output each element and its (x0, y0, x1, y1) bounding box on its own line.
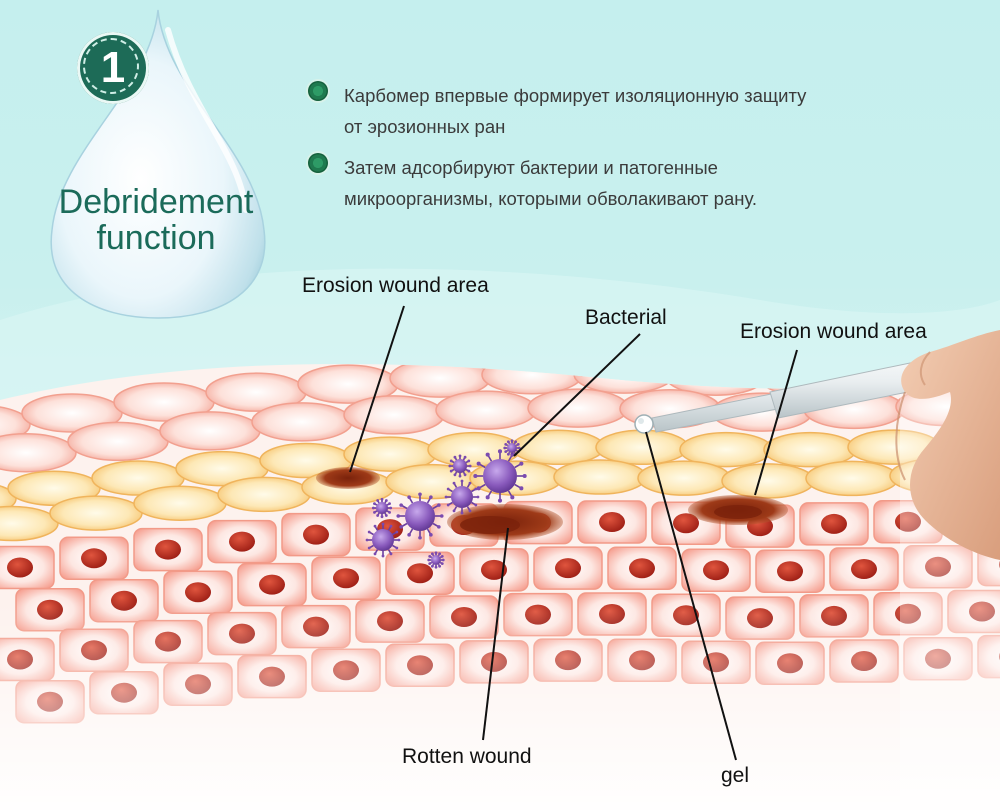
bullet-2-line1: Затем адсорбируют бактерии и патогенные (344, 157, 718, 178)
cell-nucleus (925, 556, 951, 577)
rotten-wound (447, 504, 563, 540)
drop-title-line2: function (96, 219, 216, 257)
label-gel: gel (721, 764, 750, 787)
bacteria-icon (448, 454, 472, 478)
step-number: 1 (100, 43, 126, 92)
bullet-1-line2: от эрозионных ран (344, 116, 506, 137)
cell-nucleus (185, 582, 211, 603)
cell-nucleus (821, 513, 847, 534)
cell-nucleus (895, 511, 921, 532)
cell-nucleus (555, 558, 581, 579)
skin-cell-pink (435, 390, 537, 430)
fat-cell-yellow (217, 476, 311, 513)
bullet-2-line2: микроорганизмы, которыми обволакивают ра… (344, 188, 757, 209)
fat-cell-yellow (637, 460, 731, 496)
fat-cell-yellow (595, 429, 689, 466)
label-erosion-wound-left: Erosion wound area (302, 274, 489, 297)
cell-nucleus (7, 557, 33, 578)
bacteria-cluster (365, 439, 527, 569)
drop-title-line1: Debridement (58, 183, 254, 221)
hand-icon (895, 330, 1000, 560)
cell-nucleus (303, 524, 329, 545)
bullet-item-1: Карбомер впервые формирует изоляционную … (308, 80, 904, 142)
cell-nucleus (599, 512, 625, 533)
cell-nucleus (703, 560, 729, 581)
skin-cell-pink (251, 402, 353, 442)
cell-nucleus (481, 559, 507, 580)
skin-cell-pink (0, 404, 31, 445)
fat-cell-yellow (511, 429, 605, 466)
pointer-lines (349, 305, 798, 761)
pointer-rotten (482, 527, 509, 741)
skin-tissue (0, 363, 1000, 810)
bacteria-icon (427, 551, 445, 569)
fat-cell-yellow (553, 459, 647, 495)
fat-cell-yellow (721, 463, 815, 499)
cell-nucleus (673, 513, 699, 534)
cell-nucleus (259, 574, 285, 595)
bacteria-icon (444, 479, 480, 515)
bacteria-icon (396, 492, 444, 540)
step-badge-ring (83, 38, 139, 94)
label-rotten-wound: Rotten wound (402, 745, 532, 768)
skin-cell-pink (0, 432, 77, 473)
bullet-1-line1: Карбомер впервые формирует изоляционную … (344, 85, 807, 106)
label-erosion-wound-right: Erosion wound area (740, 320, 927, 343)
pointer-bacterial (513, 333, 641, 457)
cell-nucleus (407, 563, 433, 584)
bullet-item-2: Затем адсорбируют бактерии и патогенные … (308, 152, 904, 214)
erosion-wound-right (688, 495, 788, 525)
cell-nucleus (629, 558, 655, 579)
bacteria-icon (473, 449, 527, 503)
cell-nucleus (155, 539, 181, 560)
water-drop-icon (50, 9, 266, 319)
fat-cell-yellow (0, 481, 17, 517)
cell-nucleus (851, 559, 877, 580)
skin-cell-pink (67, 421, 169, 462)
label-bacterial: Bacterial (585, 306, 667, 329)
drop-title: Debridement function (40, 184, 272, 256)
skin-cell-pink (343, 395, 445, 435)
pointer-erosion-left (349, 305, 405, 473)
skin-cell-pink (159, 411, 261, 451)
bullet-dot-icon (308, 153, 328, 173)
cell-nucleus (777, 561, 803, 582)
fat-cell-yellow (49, 495, 143, 531)
bacteria-icon (365, 522, 401, 558)
bacteria-icon (371, 497, 393, 519)
pointer-erosion-right (754, 349, 798, 496)
bullet-dot-icon (308, 81, 328, 101)
cell-nucleus (81, 548, 107, 569)
fat-cell-yellow (805, 460, 899, 497)
pointer-gel (645, 431, 737, 761)
cell-nucleus (333, 568, 359, 589)
fat-cell-yellow (133, 485, 227, 521)
cell-nucleus (229, 531, 255, 552)
erosion-wound-left (316, 467, 380, 489)
